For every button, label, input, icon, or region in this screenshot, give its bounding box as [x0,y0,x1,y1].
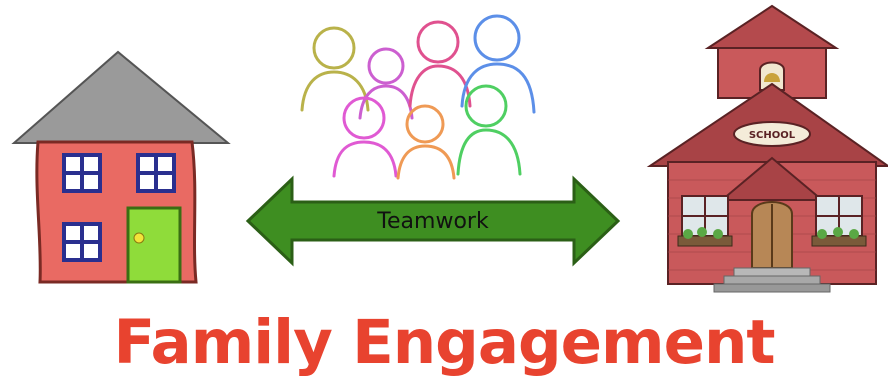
house-icon [11,50,231,284]
page-title: Family Engagement [113,307,775,378]
school-building-icon: SCHOOL [646,4,888,293]
double-arrow-icon [245,175,621,267]
arrow-label: Teamwork [376,209,489,234]
group-of-people-icon [300,14,536,180]
school-sign-text: SCHOOL [749,130,796,141]
